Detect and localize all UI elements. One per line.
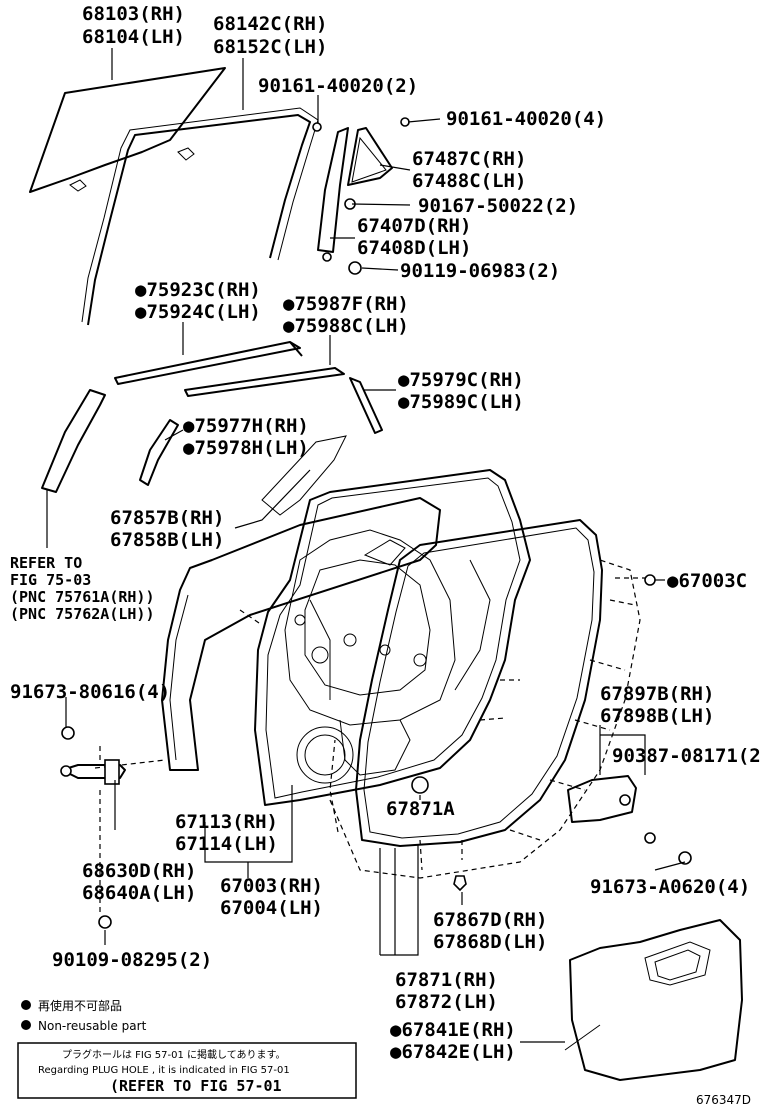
leader-lines: [46, 48, 686, 1043]
label-run-lh: 68152C(LH): [213, 36, 327, 58]
legend-en: Non-reusable part: [38, 1019, 147, 1033]
legend-dot-icon: [21, 1020, 31, 1030]
note-jp: プラグホールは FIG 57-01 に掲載してあります。: [62, 1048, 285, 1061]
division-bar: [317, 127, 349, 253]
label-division-lh: 67408D(LH): [357, 237, 471, 259]
label-bolt-c: 91673-A0620(4): [590, 876, 750, 898]
label-run-rh: 68142C(RH): [213, 13, 327, 35]
label-screw-a: 90161-40020(2): [258, 75, 418, 97]
label-ext-c-rh: ●75979C(RH): [398, 369, 524, 391]
label-weather-lh: 67114(LH): [175, 833, 278, 855]
label-glass-lh: 68104(LH): [82, 26, 185, 48]
label-seal-rh: 67897B(RH): [600, 683, 714, 705]
door-outer-panel: [161, 497, 441, 771]
service-hole-cover: [569, 919, 743, 1081]
pillar-cover-front: [41, 389, 106, 493]
label-door-rh: 67003(RH): [220, 875, 323, 897]
label-quarter-rh: 67487C(RH): [412, 148, 526, 170]
plug-hole-note: プラグホールは FIG 57-01 に掲載してあります。 Regarding P…: [17, 1042, 357, 1099]
screw-head: [312, 122, 322, 132]
label-clip-a: 90167-50022(2): [418, 195, 578, 217]
label-glass-rh: 68103(RH): [82, 3, 185, 25]
parts-illustration: [29, 67, 743, 1081]
label-refer-4: (PNC 75762A(LH)): [10, 605, 155, 623]
legend-jp: 再使用不可部品: [38, 998, 122, 1013]
belt-moulding: [114, 341, 301, 385]
note-en: Regarding PLUG HOLE , it is indicated in…: [38, 1065, 290, 1076]
label-strip-rh: 67871(RH): [395, 969, 498, 991]
label-clip-b: 90119-06983(2): [400, 260, 560, 282]
label-refer-2: FIG 75-03: [10, 571, 91, 589]
legend: 再使用不可部品 Non-reusable part: [21, 998, 147, 1033]
quarter-glass: [347, 127, 393, 186]
label-cover-lh: ●67842E(LH): [390, 1041, 516, 1063]
figure-code: 676347D: [696, 1093, 751, 1107]
label-weather-rh: 67113(RH): [175, 811, 278, 833]
hinge-seal: [567, 775, 637, 823]
label-ext-d-lh: ●75978H(LH): [183, 437, 309, 459]
label-film-rh: 67857B(RH): [110, 507, 224, 529]
door-weatherstrip: [355, 519, 603, 847]
speaker-hole: [296, 726, 354, 784]
protective-film: [261, 435, 347, 516]
part-labels: 68103(RH) 68104(LH) 68142C(RH) 68152C(LH…: [10, 3, 760, 1063]
label-ext-b-lh: ●75988C(LH): [283, 315, 409, 337]
label-ext-b-rh: ●75987F(RH): [283, 293, 409, 315]
glass-run: [87, 114, 311, 326]
label-bolt-d: 90109-08295(2): [52, 949, 212, 971]
label-plug-a: ●67003C: [667, 570, 747, 592]
label-ext-c-lh: ●75989C(LH): [398, 391, 524, 413]
label-quarter-lh: 67488C(LH): [412, 170, 526, 192]
label-strip-lh: 67872(LH): [395, 991, 498, 1013]
label-division-rh: 67407D(RH): [357, 215, 471, 237]
label-check-rh: 68630D(RH): [82, 860, 196, 882]
label-pad: 67871A: [386, 798, 455, 820]
plug-part: [644, 574, 656, 586]
note-box: [17, 1042, 357, 1099]
label-ext-a-lh: ●75924C(LH): [135, 301, 261, 323]
legend-dot-icon: [21, 1000, 31, 1010]
label-grommet-rh: 67867D(RH): [433, 909, 547, 931]
label-grommet-lh: 67868D(LH): [433, 931, 547, 953]
label-ext-d-rh: ●75977H(RH): [183, 415, 309, 437]
glass-bracket: [69, 147, 195, 192]
label-cover-rh: ●67841E(RH): [390, 1019, 516, 1041]
note-ref: (REFER TO FIG 57-01: [110, 1077, 282, 1095]
label-screw-b: 90161-40020(4): [446, 108, 606, 130]
label-refer-3: (PNC 75761A(RH)): [10, 588, 155, 606]
belt-moulding-rear: [184, 367, 345, 397]
door-frame: [254, 469, 531, 806]
door-glass: [29, 67, 226, 193]
door-pad: [411, 776, 429, 794]
label-refer-1: REFER TO: [10, 554, 82, 572]
label-bolt-a: 91673-80616(4): [10, 681, 170, 703]
label-seal-lh: 67898B(LH): [600, 705, 714, 727]
label-film-lh: 67858B(LH): [110, 529, 224, 551]
label-bolt-b: 90387-08171(2): [612, 745, 760, 767]
grommet: [453, 875, 467, 892]
label-door-lh: 67004(LH): [220, 897, 323, 919]
door-check: [60, 726, 126, 929]
label-check-lh: 68640A(LH): [82, 882, 196, 904]
pillar-cover-mid: [139, 419, 179, 486]
label-ext-a-rh: ●75923C(RH): [135, 279, 261, 301]
pillar-cover-rear: [349, 377, 383, 434]
